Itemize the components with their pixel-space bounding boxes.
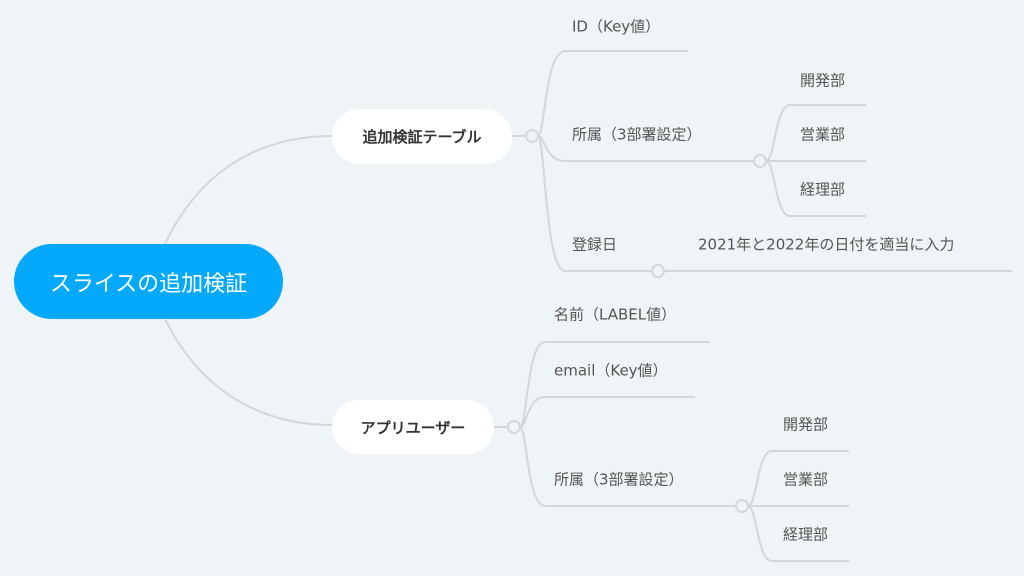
collapse-toggle[interactable] [651, 264, 665, 278]
topic-additional-table[interactable]: 追加検証テーブル [332, 109, 512, 164]
subtopic-name[interactable]: 名前（LABEL値） [554, 305, 677, 324]
subtopic-registration-date[interactable]: 登録日 [572, 235, 618, 254]
collapse-toggle[interactable] [735, 499, 749, 513]
subtopic-date-note[interactable]: 2021年と2022年の日付を適当に入力 [698, 235, 955, 254]
subtopic-department[interactable]: 所属（3部署設定） [572, 125, 702, 144]
collapse-toggle[interactable] [753, 154, 767, 168]
subtopic-dept-sales[interactable]: 営業部 [800, 125, 846, 144]
subtopic-dept-accounting[interactable]: 経理部 [800, 180, 846, 199]
subtopic-dept-dev[interactable]: 開発部 [800, 71, 846, 90]
collapse-toggle[interactable] [525, 129, 539, 143]
subtopic-dept-dev[interactable]: 開発部 [783, 415, 829, 434]
subtopic-department[interactable]: 所属（3部署設定） [554, 470, 684, 489]
collapse-toggle[interactable] [507, 420, 521, 434]
subtopic-id[interactable]: ID（Key値） [572, 17, 661, 36]
subtopic-email[interactable]: email（Key値） [554, 361, 668, 380]
subtopic-dept-accounting[interactable]: 経理部 [783, 525, 829, 544]
root-topic[interactable]: スライスの追加検証 [14, 244, 283, 319]
subtopic-dept-sales[interactable]: 営業部 [783, 470, 829, 489]
topic-app-user[interactable]: アプリユーザー [332, 400, 494, 454]
